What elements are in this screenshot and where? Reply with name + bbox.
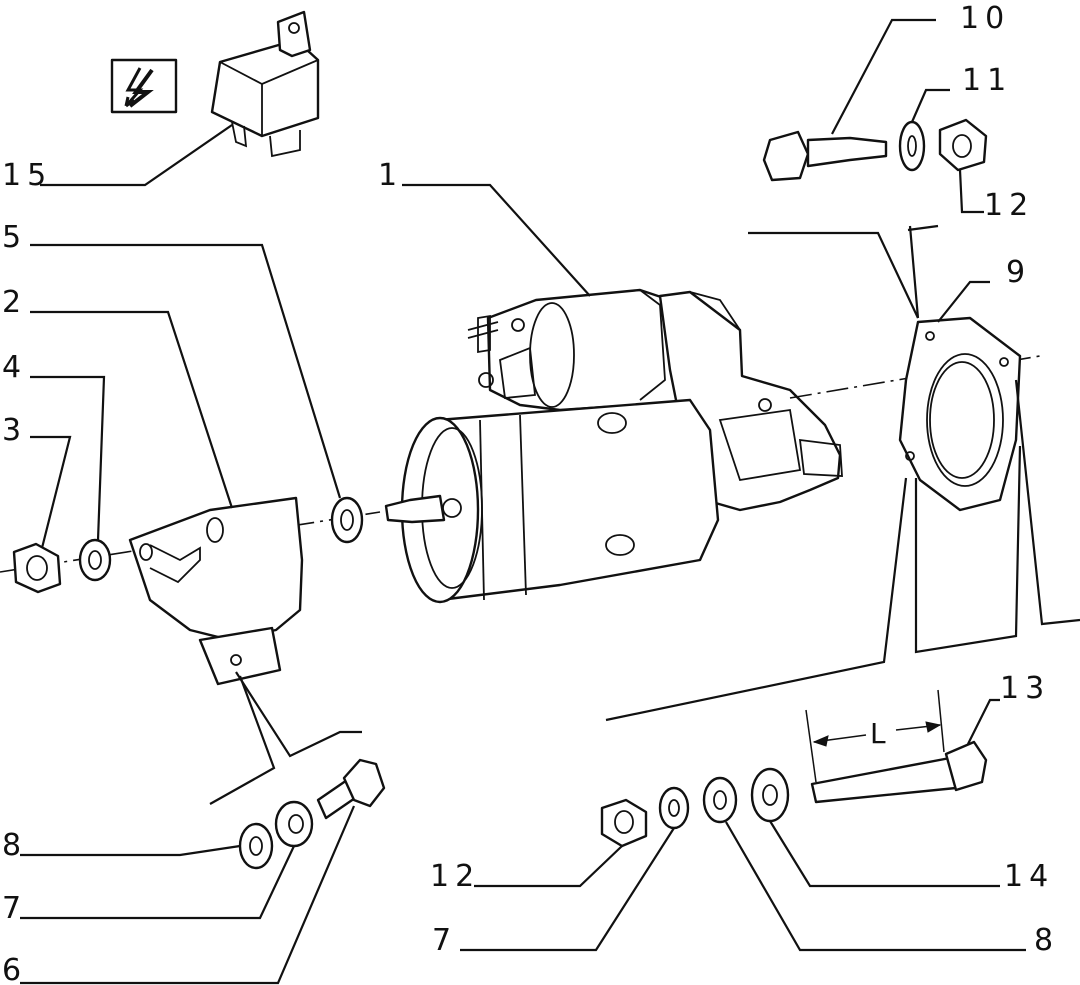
callout-labels: 1 2 3 4 5 6 7 8 9 10 11 12 13 14 15 12 7… [2,1,1059,985]
washer-part-14 [750,767,790,823]
callout-14: 14 [1004,859,1054,894]
callout-5: 5 [2,220,27,255]
callout-7-left: 7 [2,891,27,926]
spring-washer-part-7a [274,800,314,848]
starter-motor-part-1 [384,288,843,604]
callout-6: 6 [2,953,27,985]
leader-lines [20,18,1080,985]
callout-2: 2 [2,285,27,320]
callout-11: 11 [962,63,1012,98]
callout-15: 15 [2,158,52,193]
callout-3: 3 [2,413,27,448]
callout-4: 4 [2,350,27,385]
bracket-part-2 [128,496,304,686]
relay-part-15 [110,10,320,158]
callout-12-upper: 12 [984,188,1034,223]
mounting-plate-part-9 [898,316,1022,512]
washer-part-4 [78,538,112,582]
nut-part-12a [938,118,988,172]
callout-7-lower: 7 [432,923,457,958]
callout-10: 10 [960,1,1010,36]
callout-9: 9 [1006,255,1031,290]
bolt-part-10 [762,130,888,182]
callout-8-left: 8 [2,828,27,863]
lightning-bolt-icon [110,58,178,114]
spring-washer-part-7b [658,786,690,830]
bolt-part-13 [810,740,988,804]
nut-part-12b [600,798,648,848]
nut-part-3 [12,542,62,594]
dimension-label: L [870,717,886,750]
callout-12-lower: 12 [430,859,480,894]
washer-part-5 [330,496,364,544]
bolt-part-6 [316,758,386,820]
washer-part-11 [898,120,926,172]
callout-13: 13 [1000,671,1050,706]
washer-part-8b [702,776,738,824]
washer-part-8a [238,822,274,870]
callout-8-lower: 8 [1034,923,1059,958]
dimension-L: L [805,689,945,783]
callout-1: 1 [378,158,403,193]
